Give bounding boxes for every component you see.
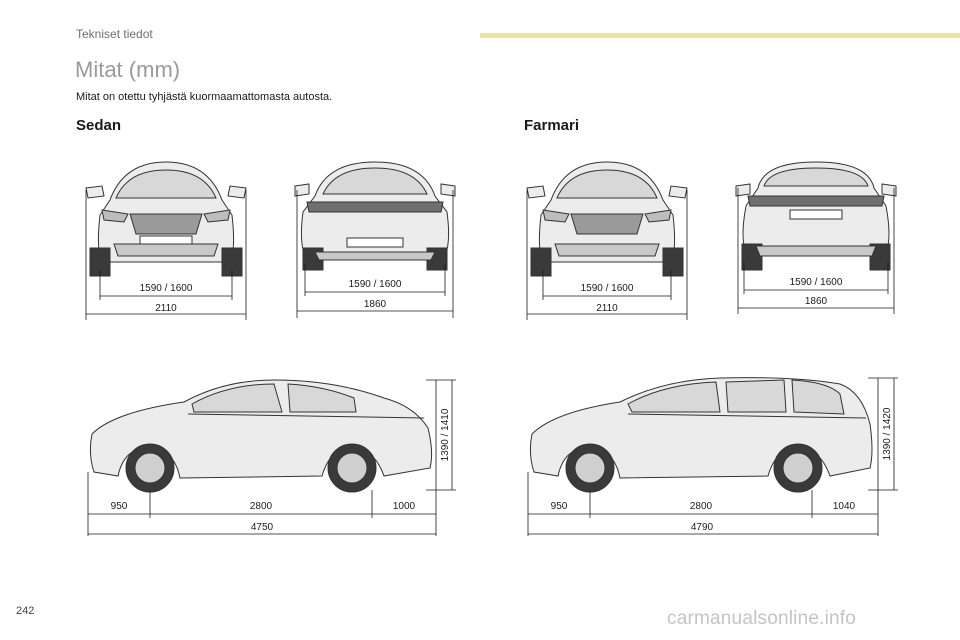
dimension-lines: [296, 190, 454, 318]
car-rear-illustration: [735, 161, 897, 271]
farmari-rear-width-label: 1860: [805, 296, 828, 307]
sedan-front-overhang-label: 950: [111, 501, 128, 512]
sedan-rear-view: 1590 / 1600 1860: [294, 161, 456, 318]
sedan-front-width-label: 2110: [155, 303, 177, 314]
dimension-lines: [526, 190, 688, 320]
sedan-front-view: 1590 / 1600 2110: [85, 161, 247, 320]
dimension-lines: [87, 379, 456, 536]
farmari-front-view: 1590 / 1600 2110: [526, 161, 688, 320]
intro-text: Mitat on otettu tyhjästä kuormaamattomas…: [76, 91, 333, 103]
section-title-farmari: Farmari: [524, 117, 580, 134]
farmari-front-track-label: 1590 / 1600: [581, 283, 634, 294]
car-front-illustration: [526, 161, 688, 277]
sedan-rear-overhang-label: 1000: [393, 501, 416, 512]
farmari-rear-view: 1590 / 1600 1860: [735, 161, 897, 314]
farmari-rear-overhang-label: 1040: [833, 501, 856, 512]
dimension-lines: [85, 190, 247, 320]
page-title: Mitat (mm): [75, 57, 181, 82]
farmari-wheelbase-label: 2800: [690, 501, 713, 512]
section-header-label: Tekniset tiedot: [76, 27, 153, 41]
dimension-lines: [737, 188, 895, 314]
watermark: carmanualsonline.info: [667, 608, 857, 629]
sedan-side-view: 950 2800 1000 4750 1390 / 1410: [87, 379, 456, 536]
farmari-rear-track-label: 1590 / 1600: [790, 277, 843, 288]
page-number: 242: [16, 605, 35, 617]
farmari-front-overhang-label: 950: [551, 501, 568, 512]
sedan-rear-track-label: 1590 / 1600: [349, 279, 402, 290]
sedan-height-label: 1390 / 1410: [440, 408, 451, 461]
car-side-illustration: [89, 379, 433, 493]
sedan-rear-width-label: 1860: [364, 299, 387, 310]
farmari-front-width-label: 2110: [596, 303, 618, 314]
car-front-illustration: [85, 161, 247, 277]
car-side-illustration: [529, 377, 873, 493]
section-title-sedan: Sedan: [76, 117, 122, 134]
sedan-wheelbase-label: 2800: [250, 501, 273, 512]
dimension-lines: [527, 377, 898, 536]
farmari-side-view: 950 2800 1040 4790 1390 / 1420: [527, 377, 898, 536]
sedan-front-track-label: 1590 / 1600: [140, 283, 193, 294]
farmari-height-label: 1390 / 1420: [882, 407, 893, 460]
sedan-length-label: 4750: [251, 522, 274, 533]
header-accent-rule: [480, 33, 960, 38]
farmari-length-label: 4790: [691, 522, 714, 533]
car-rear-illustration: [294, 161, 456, 271]
